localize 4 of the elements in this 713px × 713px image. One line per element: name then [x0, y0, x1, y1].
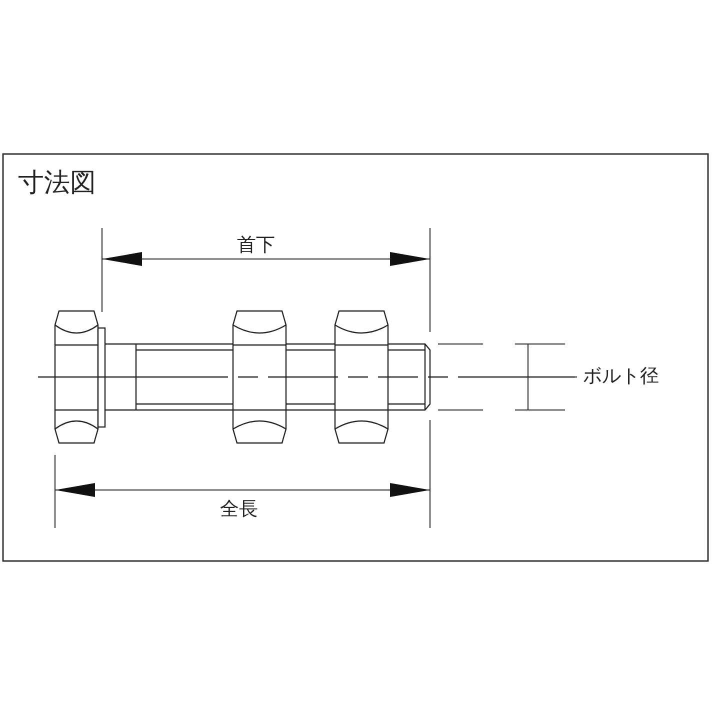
- dimension-label: 全長: [220, 500, 258, 519]
- dimension-label: ボルト径: [583, 367, 659, 386]
- dimension-label: 首下: [237, 236, 275, 255]
- diagram-title: 寸法図: [18, 170, 96, 196]
